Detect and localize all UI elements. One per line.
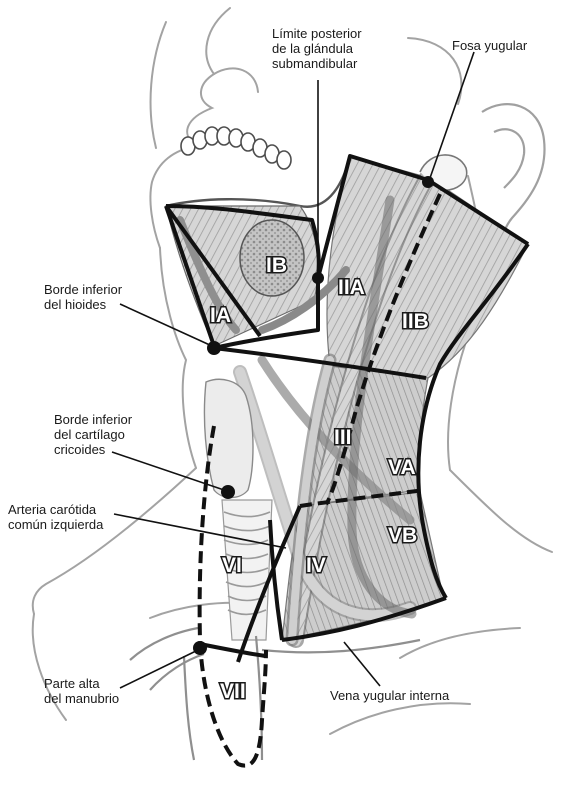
region-vi: VI — [222, 554, 242, 577]
region-vb: VB — [388, 524, 417, 547]
label-parte-manubrio: Parte alta del manubrio — [44, 676, 119, 706]
region-iv: IV — [306, 554, 326, 577]
region-ib: IB — [266, 254, 287, 277]
dot-manubrio — [193, 641, 207, 655]
label-vena-yugular: Vena yugular interna — [330, 688, 449, 703]
label-fosa-yugular: Fosa yugular — [452, 38, 527, 53]
label-posterior-submandibular: Límite posterior de la glándula submandi… — [272, 26, 362, 71]
dot-hioides — [207, 341, 221, 355]
dot-fosa-yugular — [422, 176, 434, 188]
label-borde-cricoides: Borde inferior del cartílago cricoides — [54, 412, 132, 457]
mandible-outline — [166, 156, 350, 207]
region-iib: IIB — [402, 310, 429, 333]
region-iia: IIA — [338, 276, 365, 299]
region-iii: III — [334, 426, 352, 449]
teeth-sketch — [181, 127, 291, 169]
label-borde-hioides: Borde inferior del hioides — [44, 282, 122, 312]
region-vii: VII — [220, 680, 246, 703]
region-va: VA — [388, 456, 416, 479]
label-arteria-carotida: Arteria carótida común izquierda — [8, 502, 103, 532]
dot-submandibular — [312, 272, 324, 284]
dot-cricoides — [221, 485, 235, 499]
region-ia: IA — [210, 304, 231, 327]
